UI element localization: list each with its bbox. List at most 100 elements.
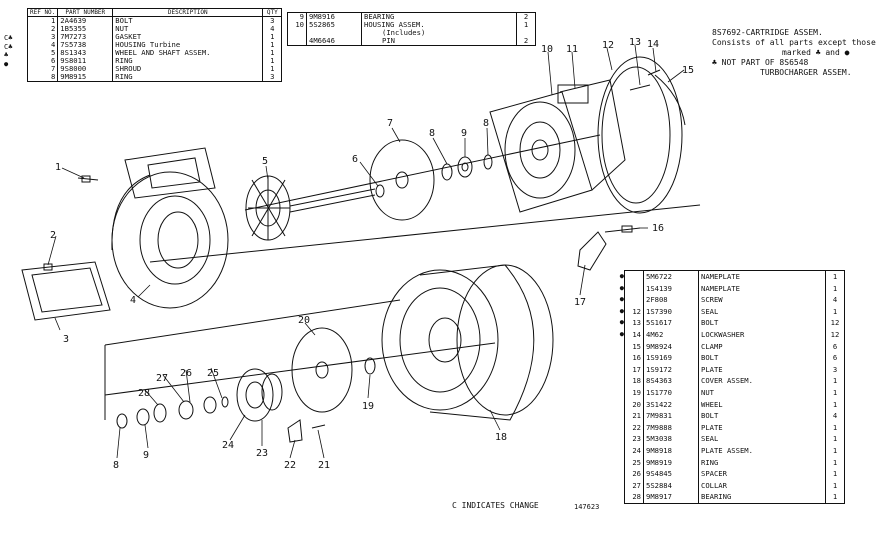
row-qty: 1	[832, 387, 838, 397]
row-qty: 1	[270, 40, 275, 49]
row-part: 5M3038	[643, 433, 699, 445]
mark-row-3: ♣	[4, 51, 9, 60]
callout-26: 26	[180, 368, 192, 379]
row-ref: 20	[625, 398, 644, 411]
row-ref: 26	[625, 468, 644, 480]
row-desc: WHEEL	[698, 398, 826, 411]
row-ref: 16	[625, 352, 644, 364]
row-ref: 17	[625, 363, 644, 376]
row-ref: 15	[625, 340, 644, 353]
row-qty: 4	[832, 295, 838, 305]
cartridge-note: 8S7692-CARTRIDGE ASSEM. Consists of all …	[712, 28, 876, 78]
row-part: 9M8918	[643, 444, 699, 457]
row-desc: SCREW	[698, 294, 826, 306]
row-desc: NAMEPLATE	[698, 282, 826, 295]
row-desc: COVER ASSEM.	[698, 375, 826, 387]
row-qty: 1	[832, 306, 838, 316]
row-qty: 1	[832, 376, 838, 386]
row-desc: CLAMP	[698, 340, 826, 353]
row-qty: 4	[270, 24, 275, 33]
row-part: 8S1343	[57, 49, 114, 57]
row-ref: 7	[28, 65, 59, 73]
callout-13: 13	[629, 37, 641, 48]
mark-row-1: C♣	[4, 34, 13, 42]
row-part: 2A4639	[57, 16, 114, 25]
row-desc: HOUSING Turbine	[112, 41, 264, 49]
row-part: 7M7273	[57, 33, 114, 41]
row-ref: 3	[28, 33, 59, 41]
row-part: 5S2865	[306, 21, 362, 29]
bolt-part-1	[77, 175, 99, 183]
not-part-note: ♣ NOT PART OF 8S6548	[712, 58, 809, 67]
callout-8c: 8	[113, 460, 119, 471]
row-part	[306, 29, 362, 37]
callout-11: 11	[566, 44, 578, 55]
row-ref: 8	[28, 73, 59, 81]
row-part: 9S4845	[643, 468, 699, 480]
row-desc: BOLT	[698, 352, 826, 364]
row-desc: PLATE ASSEM.	[698, 444, 826, 457]
upper-axis-line	[244, 134, 601, 211]
callout-5: 5	[262, 156, 268, 167]
row-qty: 1	[832, 434, 838, 444]
row-ref: 12	[625, 305, 644, 318]
row-qty: 1	[523, 20, 529, 29]
callout-1: 1	[55, 162, 61, 173]
row-ref: 24	[625, 444, 644, 457]
row-qty: 1	[832, 492, 838, 502]
row-desc: WHEEL AND SHAFT ASSEM.	[112, 49, 264, 57]
row-ref: 14	[625, 328, 644, 341]
row-qty: 3	[270, 72, 275, 81]
bolt-clamp-group	[629, 69, 686, 126]
table-row: (Includes)	[288, 29, 535, 37]
row-part: 5S1617	[643, 317, 699, 329]
row-part: 7M9888	[643, 421, 699, 434]
mark: ●	[619, 283, 624, 292]
row-ref: 10	[288, 21, 307, 29]
ring-bearing-upper	[441, 154, 493, 181]
callout-2: 2	[50, 230, 56, 241]
callout-21: 21	[318, 460, 330, 471]
row-part: 9S8011	[57, 57, 114, 65]
row-qty: 1	[832, 422, 838, 432]
row-ref	[288, 37, 307, 45]
row-qty: 1	[270, 64, 275, 73]
row-ref: 22	[625, 421, 644, 434]
callout-8a: 8	[429, 128, 435, 139]
col-qty: QTY	[262, 9, 282, 17]
row-part: 2F808	[643, 294, 699, 306]
row-part: 3S1422	[643, 398, 699, 411]
callout-8b: 8	[483, 118, 489, 129]
callout-16: 16	[652, 223, 664, 234]
row-qty: 12	[830, 329, 840, 339]
callout-9a: 9	[461, 128, 467, 139]
callout-7: 7	[387, 118, 393, 129]
row-ref: 25	[625, 456, 644, 469]
bolt-plate-lower	[287, 419, 326, 443]
row-ref: 5	[28, 49, 59, 57]
callout-12: 12	[602, 40, 614, 51]
plate-assembly-part	[236, 368, 283, 422]
cartridge-title: 8S7692-CARTRIDGE ASSEM.	[712, 28, 823, 37]
row-part: 4M6646	[306, 37, 362, 45]
row-desc: SEAL	[698, 433, 826, 445]
